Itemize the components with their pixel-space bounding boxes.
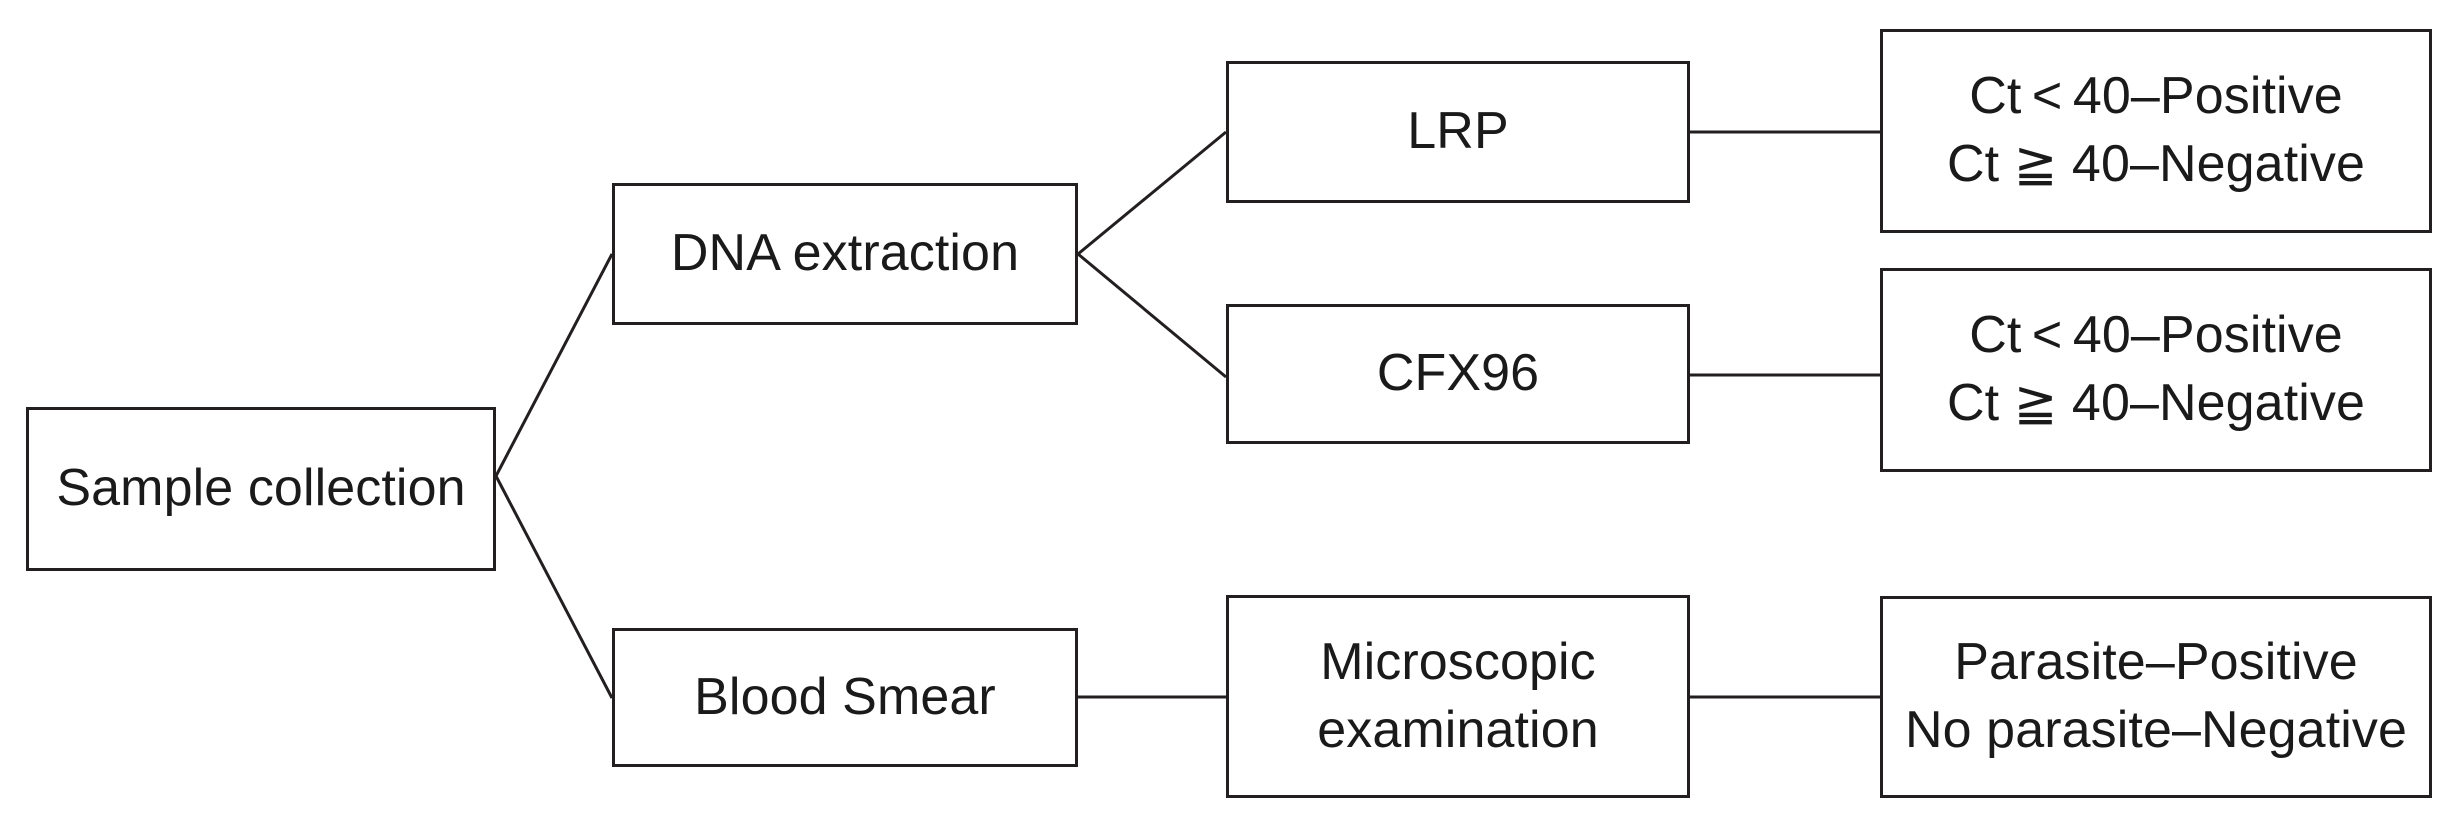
node-result-lrp[interactable]: Ct < 40–Positive Ct ≧ 40–Negative xyxy=(1880,29,2432,233)
node-lrp[interactable]: LRP xyxy=(1226,61,1690,203)
node-result-microscopy-line1: Parasite–Positive xyxy=(1954,633,2358,692)
node-result-microscopy[interactable]: Parasite–Positive No parasite–Negative xyxy=(1880,596,2432,798)
node-dna-extraction-label: DNA extraction xyxy=(670,224,1020,283)
node-result-lrp-line2: Ct ≧ 40–Negative xyxy=(1946,135,2366,193)
edge-sample-to-dna xyxy=(494,253,614,477)
node-result-cfx96-line1: Ct < 40–Positive xyxy=(1969,306,2343,365)
node-result-microscopy-label: Parasite–Positive No parasite–Negative xyxy=(1883,629,2429,764)
edge-dna-to-cfx xyxy=(1077,252,1227,379)
node-sample-collection-label: Sample collection xyxy=(56,459,466,518)
node-microscopic-examination-line2: examination xyxy=(1317,700,1599,759)
node-result-microscopy-line2: No parasite–Negative xyxy=(1904,701,2408,759)
node-result-cfx96[interactable]: Ct < 40–Positive Ct ≧ 40–Negative xyxy=(1880,268,2432,472)
node-blood-smear[interactable]: Blood Smear xyxy=(612,628,1078,767)
node-microscopic-examination[interactable]: Microscopic examination xyxy=(1226,595,1690,798)
edge-sample-to-blood xyxy=(494,475,614,699)
node-result-cfx96-label: Ct < 40–Positive Ct ≧ 40–Negative xyxy=(1883,302,2429,437)
node-lrp-label: LRP xyxy=(1407,102,1509,161)
node-dna-extraction[interactable]: DNA extraction xyxy=(612,183,1078,325)
node-result-cfx96-line2: Ct ≧ 40–Negative xyxy=(1946,374,2366,432)
node-blood-smear-label: Blood Smear xyxy=(694,667,996,726)
node-result-lrp-label: Ct < 40–Positive Ct ≧ 40–Negative xyxy=(1883,63,2429,198)
node-microscopic-examination-line1: Microscopic xyxy=(1320,632,1596,691)
node-cfx96-label: CFX96 xyxy=(1376,344,1540,403)
node-result-lrp-line1: Ct < 40–Positive xyxy=(1969,67,2343,126)
node-sample-collection[interactable]: Sample collection xyxy=(26,407,496,571)
edge-dna-to-lrp xyxy=(1077,130,1227,256)
node-microscopic-examination-label: Microscopic examination xyxy=(1229,629,1687,764)
node-cfx96[interactable]: CFX96 xyxy=(1226,304,1690,444)
